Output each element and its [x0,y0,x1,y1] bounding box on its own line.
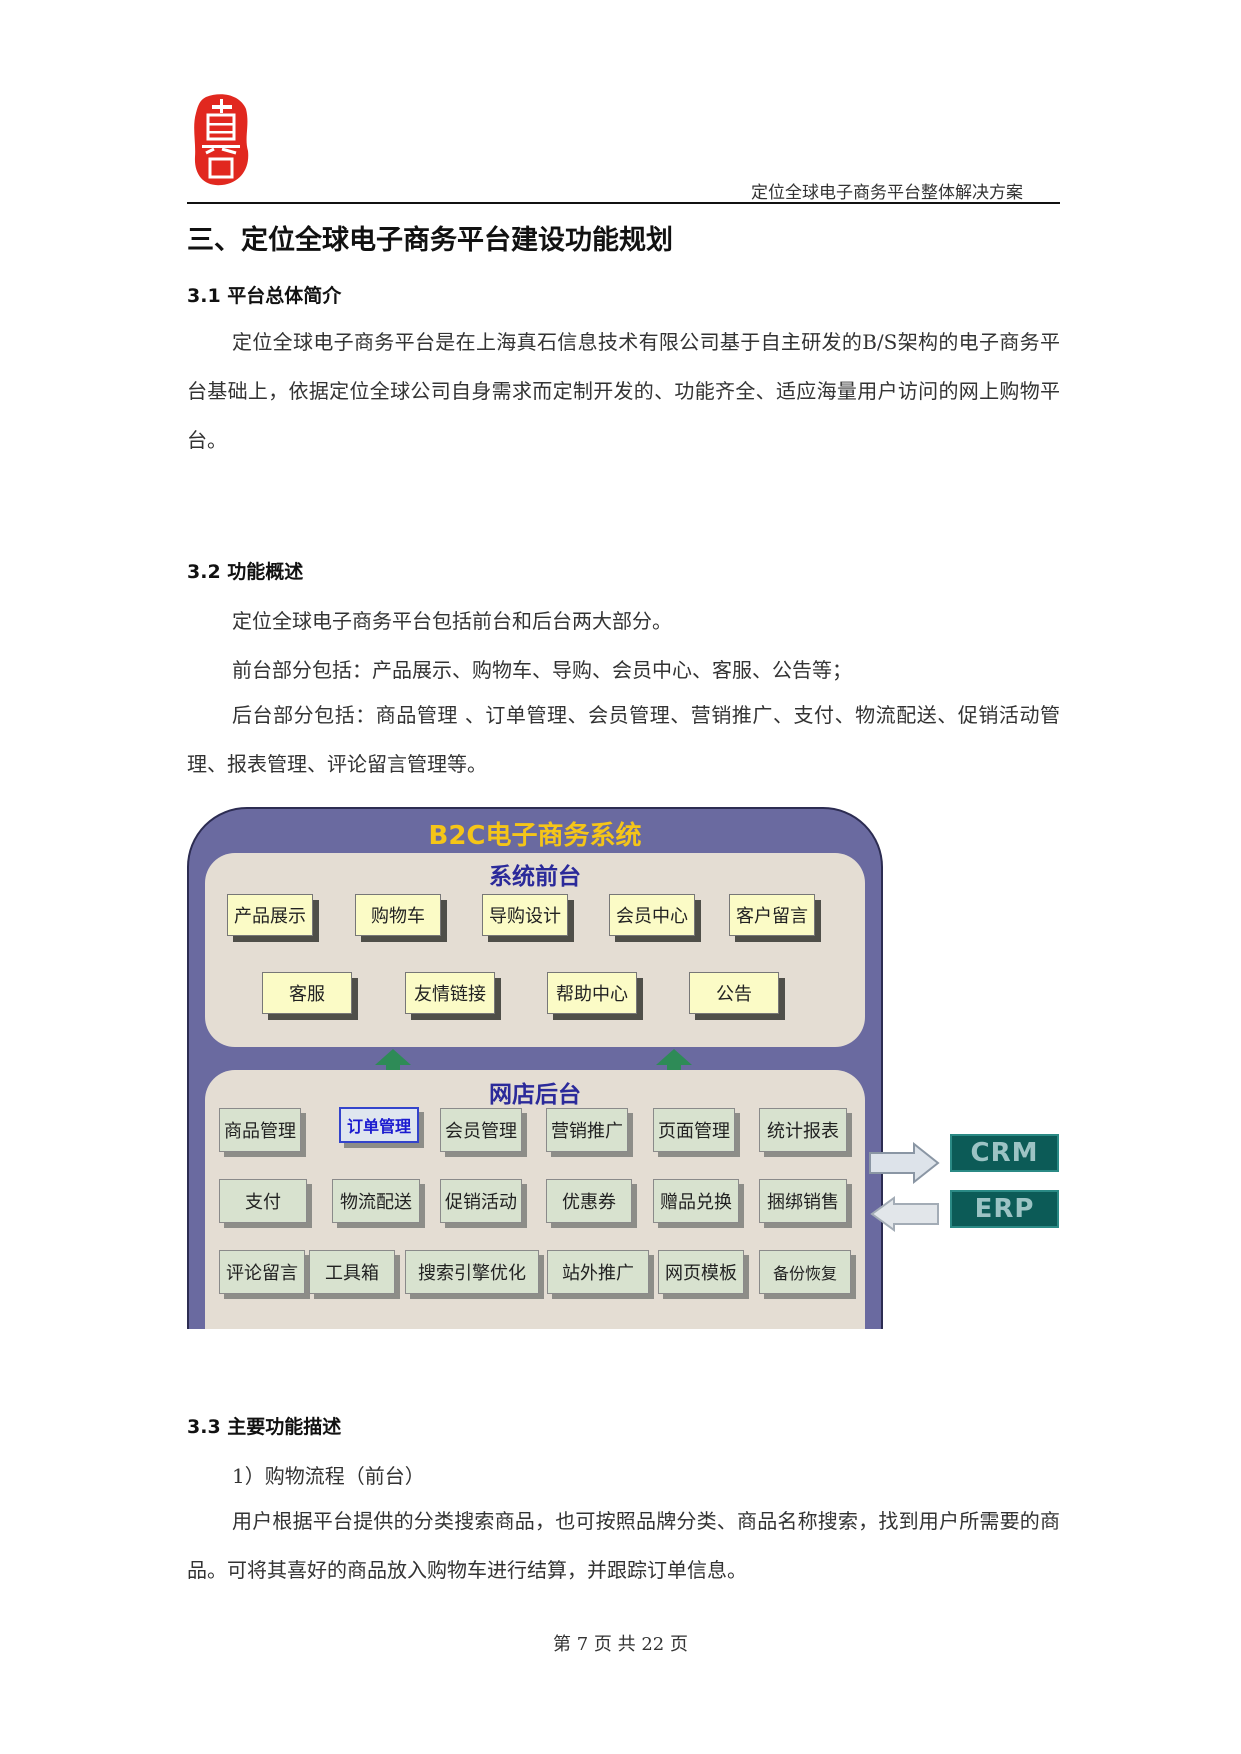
back-box-product-management: 商品管理 [219,1108,301,1152]
back-panel-title: 网店后台 [489,1082,581,1108]
back-box-member-management: 会员管理 [440,1108,522,1152]
back-box-bundle-sale: 捆绑销售 [759,1179,847,1223]
arrow-to-crm [869,1142,940,1184]
section-3-2-line-2: 前台部分包括：产品展示、购物车、导购、会员中心、客服、公告等； [232,658,852,682]
front-box-customer-service: 客服 [262,972,352,1014]
back-box-marketing: 营销推广 [546,1108,628,1152]
chapter-heading: 三、定位全球电子商务平台建设功能规划 [187,225,673,256]
back-box-comments: 评论留言 [219,1250,305,1294]
front-box-shopping-guide: 导购设计 [482,894,568,936]
back-box-payment: 支付 [219,1179,307,1223]
section-3-3-title: 3.3 主要功能描述 [187,1416,342,1438]
back-box-order-management: 订单管理 [339,1107,419,1143]
back-box-web-templates: 网页模板 [658,1250,744,1294]
section-3-2-paragraph: 后台部分包括：商品管理 、订单管理、会员管理、营销推广、支付、物流配送、促销活动… [187,703,1060,776]
front-box-friend-links: 友情链接 [405,972,495,1014]
back-box-statistics-report: 统计报表 [759,1108,847,1152]
front-panel-title: 系统前台 [489,864,581,890]
front-box-product-display: 产品展示 [227,894,313,936]
back-box-logistics: 物流配送 [332,1179,420,1223]
header-title: 定位全球电子商务平台整体解决方案 [751,183,1023,203]
section-3-1-paragraph: 定位全球电子商务平台是在上海真石信息技术有限公司基于自主研发的B/S架构的电子商… [187,330,1060,452]
b2c-system-diagram: B2C电子商务系统 系统前台 产品展示 购物车 导购设计 会员中心 客户留言 客… [187,807,883,1329]
front-box-customer-message: 客户留言 [729,894,815,936]
erp-block: ERP [950,1190,1059,1228]
back-box-toolbox: 工具箱 [309,1250,395,1294]
section-3-1-title: 3.1 平台总体简介 [187,285,342,307]
diagram-title: B2C电子商务系统 [428,821,642,851]
front-box-announcement: 公告 [689,972,779,1014]
back-box-offsite-promotion: 站外推广 [547,1250,649,1294]
header-rule [187,202,1060,204]
page-footer: 第 7 页 共 22 页 [553,1634,688,1655]
section-3-3-subtitle: 1）购物流程（前台） [232,1464,425,1488]
back-box-seo: 搜索引擎优化 [405,1250,539,1294]
back-box-promotion: 促销活动 [440,1179,522,1223]
back-box-coupon: 优惠券 [546,1179,632,1223]
front-box-cart: 购物车 [355,894,441,936]
front-panel: 系统前台 [205,853,865,1047]
seal-logo [194,94,249,186]
section-3-3-paragraph: 用户根据平台提供的分类搜索商品，也可按照品牌分类、商品名称搜索，找到用户所需要的… [187,1509,1060,1582]
back-box-gift-exchange: 赠品兑换 [653,1179,739,1223]
crm-block: CRM [950,1134,1059,1172]
front-box-help-center: 帮助中心 [547,972,637,1014]
section-3-2-line-1: 定位全球电子商务平台包括前台和后台两大部分。 [232,609,672,633]
front-box-member-center: 会员中心 [609,894,695,936]
section-3-2-title: 3.2 功能概述 [187,561,304,583]
arrow-from-erp [870,1196,939,1232]
back-box-backup-restore: 备份恢复 [759,1250,851,1294]
back-box-page-management: 页面管理 [653,1108,735,1152]
